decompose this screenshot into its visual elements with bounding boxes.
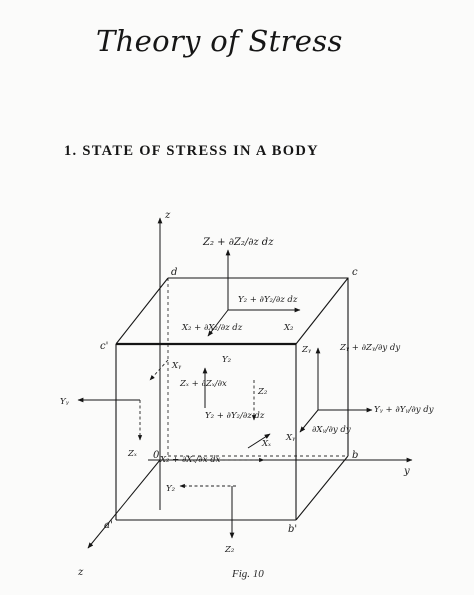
arrow-xy-left (149, 359, 169, 381)
vertex-origin: 0 (153, 450, 160, 461)
vertex-b: b (352, 450, 358, 461)
arrow-xy-right (299, 409, 319, 433)
label-yz-top: Y₂ + ∂Y₂/∂z dz (238, 295, 298, 305)
label-xz-top: X₂ + ∂X₂/∂z dz (181, 323, 243, 333)
x-axis-label: z (77, 567, 84, 578)
vertex-b-prime: b' (288, 524, 297, 535)
vertex-c: c (352, 267, 358, 278)
x-axis (87, 459, 161, 549)
arrow-xx-lower (247, 433, 271, 449)
label-zx-left: Zₓ (127, 449, 137, 459)
label-zz-center: Z₂ (257, 387, 268, 397)
label-zx-center: Zₓ + ∂Zₓ/∂x (179, 379, 227, 389)
label-xy-dxdy: ∂Xᵧ/∂y dy (312, 425, 351, 435)
label-yz-bottom: Y₂ (166, 484, 176, 494)
label-zz-top: Z₂ + ∂Z₂/∂z dz (202, 237, 274, 248)
label-yz-center: Y₂ (222, 355, 232, 365)
label-zy-small: Zᵧ (301, 345, 312, 355)
label-yy-left: Yᵧ (60, 397, 70, 407)
vertex-c-prime: c' (100, 341, 108, 352)
cube-bottom-right-connector (295, 455, 349, 521)
label-xy-right: Xᵧ (285, 433, 296, 443)
label-xx-lower: Xₓ (261, 439, 271, 449)
arrow-xz-top (207, 309, 229, 337)
label-yy-right: Yᵧ + ∂Yᵧ/∂y dy (374, 405, 434, 415)
cube-top-left-connector (115, 277, 169, 345)
cube-top-right-connector (295, 277, 349, 345)
figure-caption: Fig. 10 (232, 568, 264, 580)
section-heading: 1. STATE OF STRESS IN A BODY (64, 143, 319, 159)
label-xz-right: X₂ (283, 323, 294, 333)
label-zz-bottom: Z₂ (224, 545, 235, 555)
label-xy: Xᵧ (171, 361, 182, 371)
vertex-d: d (171, 267, 177, 278)
label-xz-lower: X₂ + ∂Xₓ/∂x dx (159, 455, 221, 465)
chapter-title: Theory of Stress (96, 24, 343, 58)
label-zy-right: Zᵧ + ∂Zᵧ/∂y dy (339, 343, 400, 353)
z-axis-label: z (164, 210, 171, 221)
label-yz-lower: Y₂ + ∂Y₂/∂z dz (205, 411, 265, 421)
vertex-a-prime: a' (104, 520, 113, 531)
y-axis-label: y (403, 466, 410, 477)
